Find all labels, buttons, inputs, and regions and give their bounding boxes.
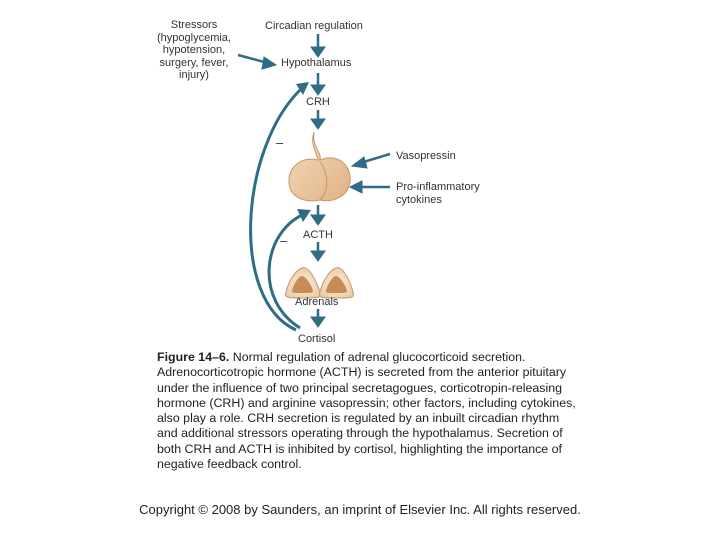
stressors-line: (hypoglycemia, (157, 31, 231, 44)
circadian-label: Circadian regulation (265, 20, 363, 32)
acth-label: ACTH (303, 229, 333, 241)
stressors-line: surgery, fever, (159, 56, 229, 69)
arrow-circadian-to-hypothalamus (310, 34, 326, 58)
figure-number: Figure 14–6. (157, 350, 230, 364)
arrow-stressors-to-hypothalamus (237, 53, 278, 70)
cytokines-line: cytokines (396, 193, 442, 206)
feedback-arrow-cortisol-to-hypothalamus (249, 82, 309, 332)
arrow-crh-to-pituitary (310, 110, 326, 130)
arrow-cytokines-to-pituitary (348, 180, 390, 194)
crh-label: CRH (306, 96, 330, 108)
adrenals-label: Adrenals (295, 296, 339, 308)
arrow-pituitary-to-acth (310, 205, 326, 226)
stressors-line: Stressors (170, 19, 218, 31)
stressors-label: Stressors (hypoglycemia, hypotension, su… (148, 19, 240, 82)
arrow-vasopressin-to-pituitary (350, 152, 391, 169)
adrenal-gland-right (319, 267, 354, 299)
vasopressin-label: Vasopressin (396, 150, 456, 162)
hypothalamus-label: Hypothalamus (281, 57, 352, 69)
figure-caption: Figure 14–6. Normal regulation of adrena… (157, 350, 577, 472)
cytokines-label: Pro-inflammatory cytokines (396, 181, 480, 206)
feedback-arrow-cortisol-to-pituitary (267, 209, 311, 330)
figure-caption-text: Normal regulation of adrenal glucocortic… (157, 350, 576, 472)
cortisol-label: Cortisol (298, 333, 336, 345)
arrow-acth-to-adrenals (310, 242, 326, 262)
pituitary-gland (288, 131, 351, 202)
stressors-line: hypotension, (162, 44, 226, 56)
hpa-axis-diagram (237, 34, 391, 332)
adrenal-gland-left (285, 267, 321, 299)
cytokines-line: Pro-inflammatory (396, 181, 480, 193)
inhibition-symbol-pituitary: – (280, 233, 288, 248)
stressors-line: injury) (179, 69, 209, 81)
arrow-hypothalamus-to-crh (310, 73, 326, 96)
arrow-adrenals-to-cortisol (310, 309, 326, 328)
copyright-notice: Copyright © 2008 by Saunders, an imprint… (139, 502, 581, 517)
inhibition-symbol-hypothalamus: – (276, 135, 284, 150)
